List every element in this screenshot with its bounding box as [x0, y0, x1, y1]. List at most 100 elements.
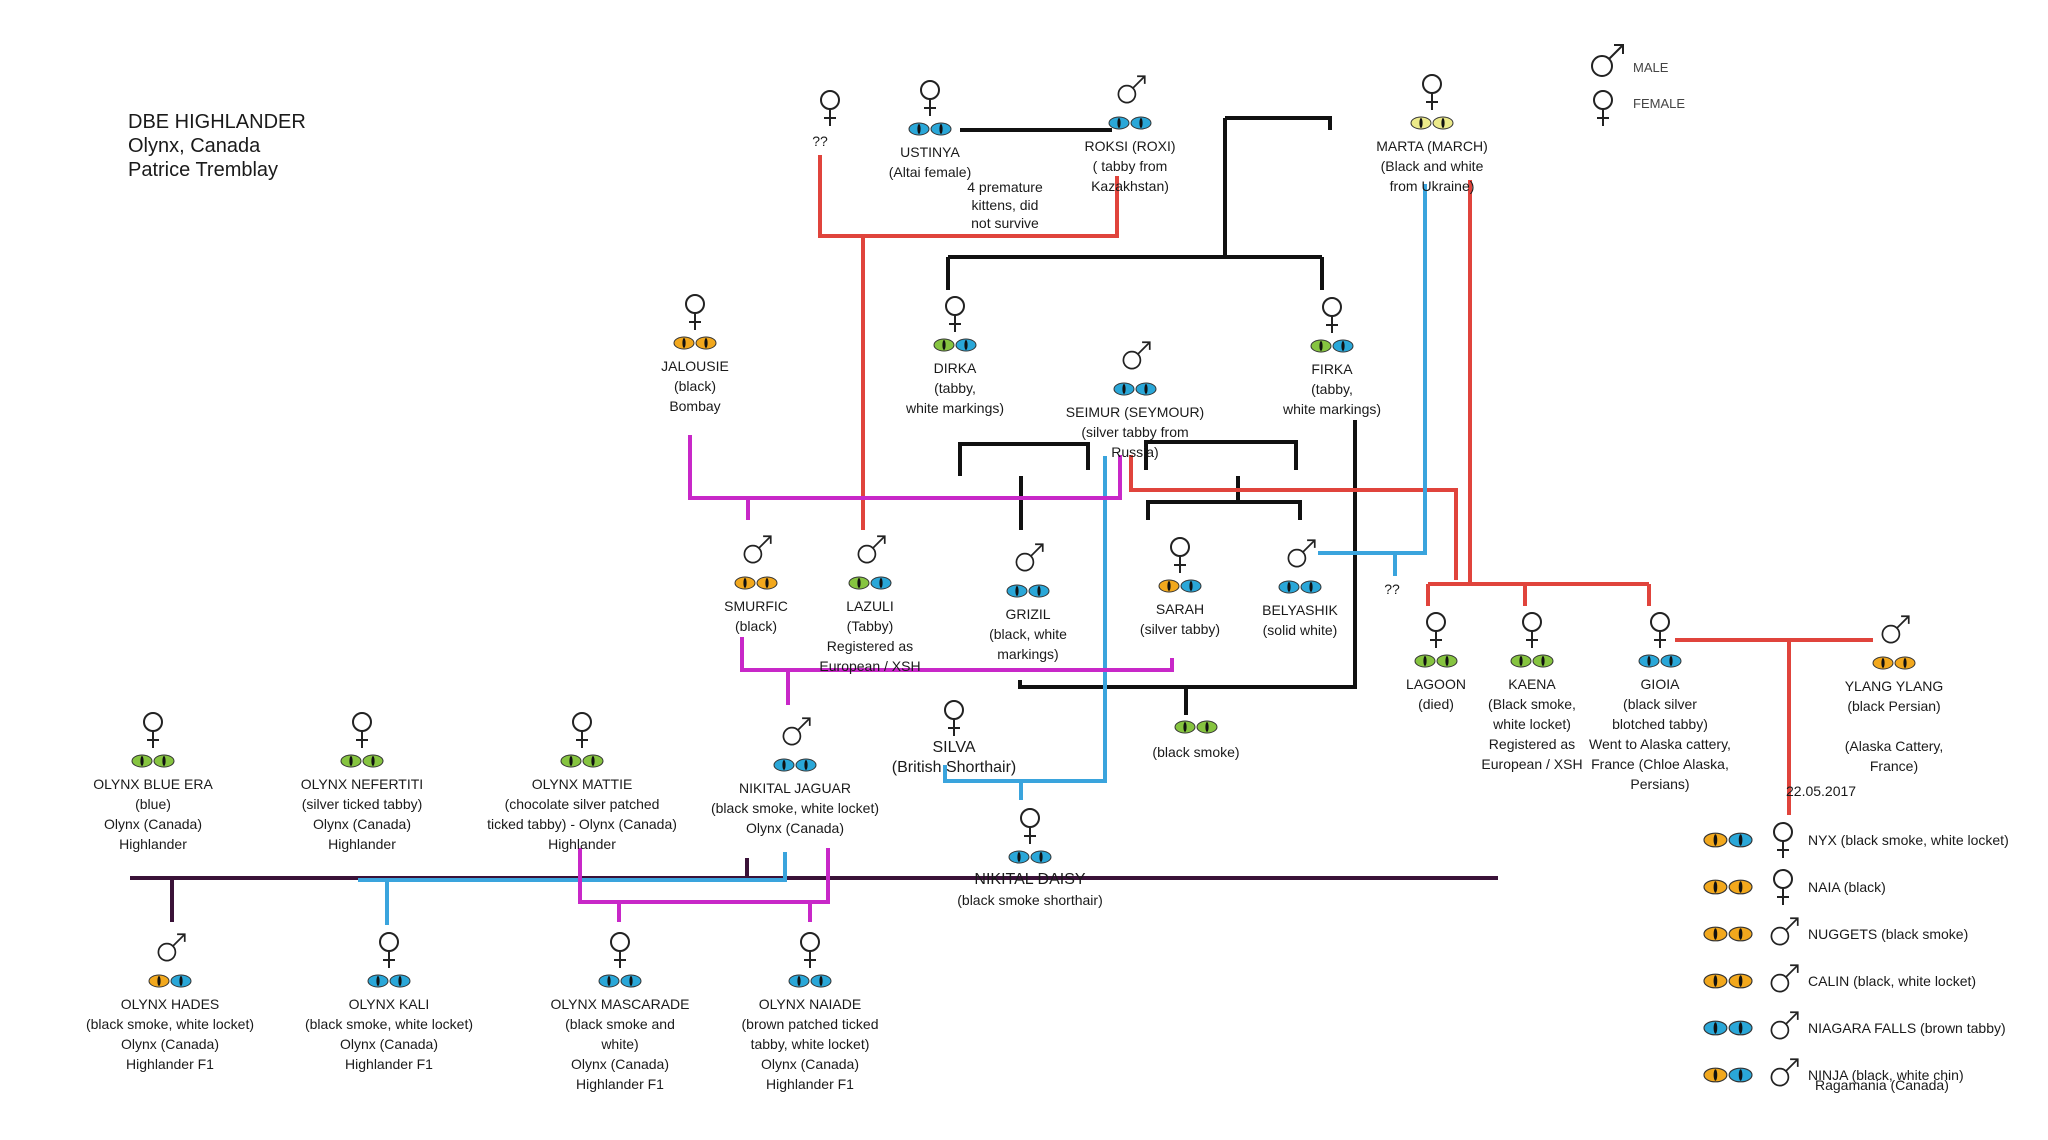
pupil: [1541, 656, 1545, 666]
eyes: [1700, 1067, 1756, 1083]
cat-description: (black smoke, white locket) Olynx (Canad…: [710, 800, 880, 836]
cat-description: (black smoke, white locket) Olynx (Canad…: [85, 1016, 255, 1072]
cat-description: (died): [1418, 696, 1454, 712]
eye-color-icons: [1703, 926, 1753, 942]
sex-symbol: [1768, 1055, 1798, 1095]
eye-color-icons: [1872, 656, 1916, 670]
pupil: [1441, 118, 1445, 128]
cat-description: (solid white): [1262, 622, 1338, 638]
male-icon: [780, 714, 814, 748]
kitten-label: NINJA (black, white chin): [1808, 1067, 1964, 1083]
pupil: [1738, 928, 1743, 940]
cat-label: NIKITAL DAISY(black smoke shorthair): [920, 870, 1140, 910]
litter-kitten: NYX (black smoke, white locket): [1700, 820, 2040, 860]
eye-color-icons: [848, 576, 892, 590]
cat-name: ROKSI (ROXI): [1084, 138, 1176, 154]
eyes: [367, 974, 411, 988]
pupil: [765, 578, 769, 588]
cat-name: SILVA: [932, 739, 976, 756]
eyes: [1006, 584, 1050, 598]
cat-description: (black, white markings): [989, 626, 1067, 662]
eye-color-icons: [734, 576, 778, 590]
eyes: [933, 338, 977, 352]
eyes: [908, 122, 952, 136]
cat-name: NIKITAL DAISY: [974, 871, 1086, 888]
eyes: [1700, 973, 1756, 989]
cat-label: GIOIA(black silver blotched tabby) Went …: [1550, 674, 1770, 794]
eyes: [1310, 339, 1354, 353]
eye-color-icons: [673, 336, 717, 350]
cat-description: (Tabby) Registered as European / XSH: [819, 618, 921, 674]
cat-name: FIRKA: [1311, 361, 1353, 377]
legend-male-label: MALE: [1633, 60, 1669, 75]
eyes: [1174, 720, 1218, 734]
kitten-label: NYX (black smoke, white locket): [1808, 832, 2009, 848]
cat-label: MARTA (MARCH)(Black and white from Ukrai…: [1322, 136, 1542, 196]
female-icon: [1421, 610, 1451, 650]
sex-symbol: [1517, 610, 1547, 650]
male-icon: [155, 930, 189, 964]
kitten-label: NIAGARA FALLS (brown tabby): [1808, 1020, 2006, 1036]
pupil: [1017, 852, 1021, 862]
eyes: [1278, 580, 1322, 594]
cat-name: LAGOON: [1406, 676, 1466, 692]
cat-label: BELYASHIK(solid white): [1190, 600, 1410, 640]
sex-symbol: [374, 930, 404, 970]
sex-symbol: [347, 710, 377, 750]
sex-symbol: [1013, 540, 1043, 580]
female-icon: [1517, 610, 1547, 650]
pupil: [1015, 586, 1019, 596]
female-icon: [1768, 820, 1798, 860]
pupil: [1341, 341, 1345, 351]
cat-name: OLYNX NEFERTITI: [300, 776, 424, 792]
eyes: [340, 754, 384, 768]
female-icon: [1015, 806, 1045, 846]
eye-color-icons: [1638, 654, 1682, 668]
eye-color-icons: [1278, 580, 1322, 594]
litter-kitten: NUGGETS (black smoke): [1700, 914, 2040, 954]
litter-kitten: CALIN (black, white locket): [1700, 961, 2040, 1001]
eyes: [1700, 1020, 1756, 1036]
female-icon: [795, 930, 825, 970]
pupil: [371, 756, 375, 766]
pupil: [782, 760, 786, 770]
pupil: [1713, 1022, 1718, 1034]
cat-label: KAENA(Black smoke, white locket) Registe…: [1422, 674, 1642, 774]
cat-name: OLYNX KALI: [348, 996, 430, 1012]
pupil: [857, 578, 861, 588]
pupil: [1738, 881, 1743, 893]
cat-label: SEIMUR (SEYMOUR)(silver tabby from Russi…: [1025, 402, 1245, 462]
female-icon: [1165, 535, 1195, 575]
sex-symbol: [915, 78, 945, 118]
sex-symbol: [605, 930, 635, 970]
eye-color-icons: [1113, 382, 1157, 396]
cat-description: (tabby, white markings): [1282, 381, 1382, 417]
cat-name: JALOUSIE: [661, 358, 729, 374]
eye-color-icons: [1414, 654, 1458, 668]
pupil: [1419, 118, 1423, 128]
eye-color-icons: [148, 974, 192, 988]
legend-female-label: FEMALE: [1633, 96, 1686, 111]
eyes: [598, 974, 642, 988]
sex-symbol: [1015, 806, 1045, 846]
eye-color-icons: [933, 338, 977, 352]
pupil: [376, 976, 380, 986]
pupil: [804, 760, 808, 770]
eye-color-icons: [1310, 339, 1354, 353]
pupil: [1287, 582, 1291, 592]
blue-lines: [358, 184, 1427, 925]
sex-symbol: [1115, 72, 1145, 112]
sex-symbol: [1421, 610, 1451, 650]
kitten-label: CALIN (black, white locket): [1808, 973, 1977, 989]
sex-symbol: [1768, 914, 1798, 954]
male-icon: [1588, 40, 1628, 80]
eyes: [131, 754, 175, 768]
cat-name: OLYNX HADES: [120, 996, 220, 1012]
cat-label: JALOUSIE(black) Bombay: [585, 356, 805, 416]
sex-symbol: [1417, 72, 1447, 112]
eyes: [1700, 879, 1756, 895]
dark-lines: [130, 858, 1498, 922]
cat-name: SARAH: [1155, 601, 1205, 617]
pupil: [1122, 384, 1126, 394]
cat-description: (black): [734, 618, 777, 634]
